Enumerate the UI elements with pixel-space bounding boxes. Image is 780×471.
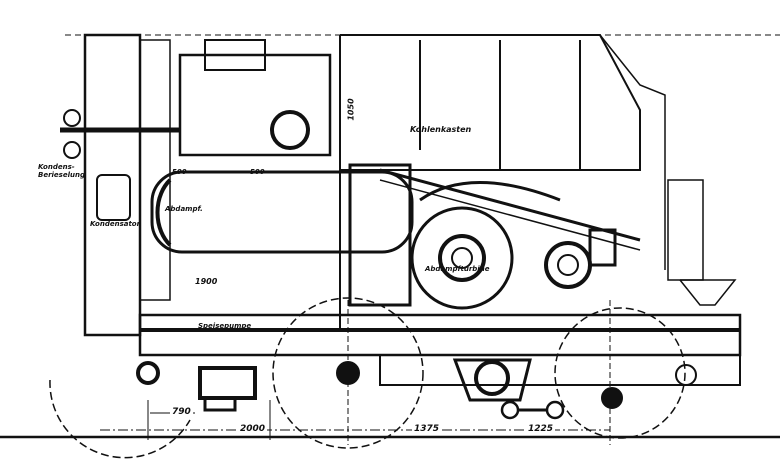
axle-3 — [601, 387, 623, 409]
condenser-housing — [83, 33, 142, 337]
condenser-window — [96, 174, 131, 221]
wheel-1 — [49, 379, 191, 459]
label-500a: 500 — [172, 168, 187, 176]
dimension-790: 790 — [170, 407, 193, 417]
label-1900: 1900 — [195, 277, 218, 286]
coal-box-outline — [340, 34, 641, 171]
feed-pump — [198, 366, 257, 400]
label-condenser-spray: Kondens- Berieselung — [38, 163, 85, 179]
dimension-2000: 2000 — [238, 424, 268, 434]
dimension-1375: 1375 — [412, 424, 442, 434]
exhaust-tank — [150, 170, 414, 254]
label-turbine: Abdampfturbine — [425, 265, 490, 273]
main-frame — [138, 313, 742, 357]
label-feed-pump: Speisepumpe — [198, 322, 252, 330]
dimension-1225: 1225 — [526, 424, 556, 434]
wheel-2 — [272, 297, 424, 449]
label-coal-box: Kohlenkasten — [410, 125, 472, 134]
label-height-1050: 1050 — [346, 98, 356, 121]
label-500b: 500 — [250, 168, 265, 176]
turbine-casing — [410, 206, 514, 310]
label-exhaust-steam: Abdampf. — [165, 205, 203, 213]
wheel-3 — [554, 307, 686, 439]
label-condenser: Kondensator — [90, 220, 141, 228]
